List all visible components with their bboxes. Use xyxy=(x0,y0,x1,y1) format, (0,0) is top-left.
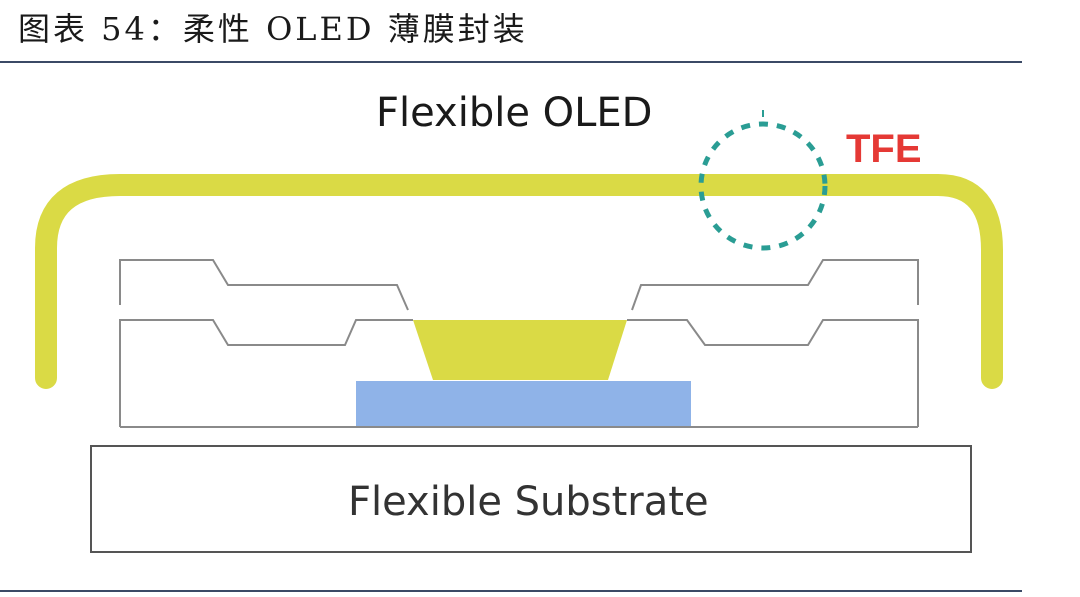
top-rule xyxy=(0,61,1022,63)
flexible-oled-label: Flexible OLED xyxy=(376,90,652,136)
tfe-highlight-circle xyxy=(698,121,828,251)
bottom-rule xyxy=(0,590,1022,592)
flexible-substrate-label: Flexible Substrate xyxy=(348,479,709,525)
upper-layer-outline xyxy=(119,259,409,311)
flexible-substrate-box xyxy=(90,445,972,553)
lower-layer-outline xyxy=(119,319,413,427)
upper-layer-outline-right xyxy=(631,259,919,311)
electrode xyxy=(356,381,691,426)
organic-layer xyxy=(413,320,627,380)
tfe-label: TFE xyxy=(846,127,922,171)
lower-layer-outline-right xyxy=(627,319,919,427)
figure-caption: 图表 54：柔性 OLED 薄膜封装 xyxy=(18,10,528,48)
tfe-film xyxy=(35,174,1003,389)
